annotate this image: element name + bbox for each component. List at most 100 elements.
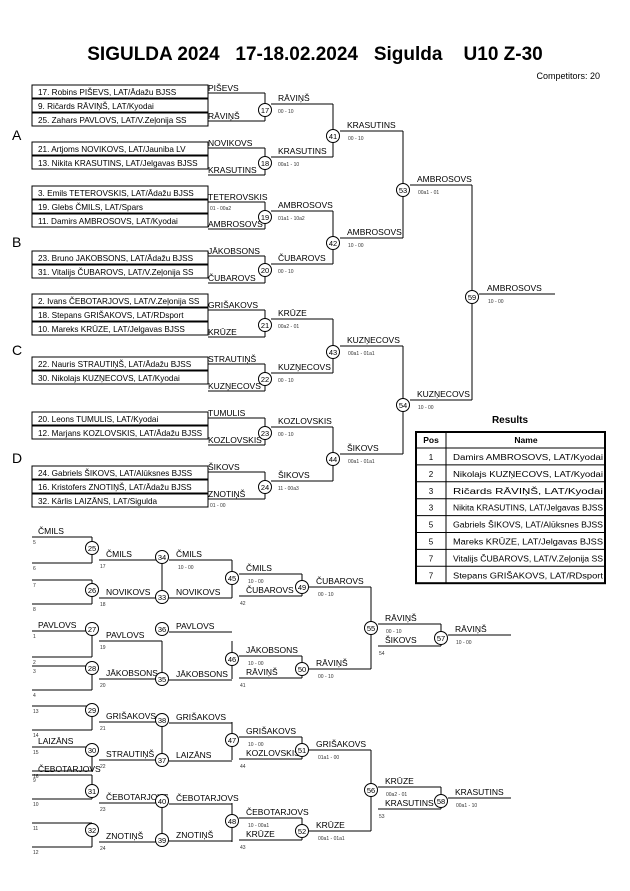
- entry-name: 17. Robins PIŠEVS, LAT/Ādažu BJSS: [38, 87, 177, 97]
- match-circle: [364, 783, 378, 797]
- results-pos: 3: [429, 487, 434, 496]
- winner-name: KOZLOVSKIS: [278, 416, 332, 426]
- entry-name: 21. Artjoms NOVIKOVS, LAT/Jauniba LV: [38, 145, 186, 154]
- sub-label: 41: [240, 683, 246, 689]
- entry-name: 30. Nikolajs KUZŅECOVS, LAT/Kyodai: [38, 374, 180, 383]
- match-circle: [85, 703, 99, 717]
- entry-box: [31, 307, 209, 322]
- match-circle: [434, 631, 448, 645]
- match-number: 40: [158, 797, 166, 806]
- results-name: Nikita KRASUTINS, LAT/Jelgavas BJSS: [453, 504, 603, 513]
- match-number: 37: [158, 756, 166, 765]
- match-number: 30: [88, 746, 96, 755]
- score-label: 10 - 00: [348, 243, 364, 249]
- competitor-name: AMBROSOVS: [208, 219, 263, 229]
- match-number: 58: [437, 797, 445, 806]
- seed-number: 9: [33, 778, 36, 784]
- match-number: 47: [228, 736, 236, 745]
- match-circle: [396, 398, 410, 412]
- match-number: 48: [228, 817, 236, 826]
- score-label: 00 - 10: [278, 109, 294, 115]
- repechage-name: GRIŠAKOVS: [106, 711, 156, 721]
- match-number: 49: [298, 583, 306, 592]
- match-circle: [396, 183, 410, 197]
- match-number: 44: [329, 455, 337, 464]
- entry-name: 3. Emils TETEROVSKIS, LAT/Ādažu BJSS: [38, 188, 194, 198]
- repechage-name: ČEBOTARJOVS: [106, 792, 169, 802]
- match-circle: [225, 571, 239, 585]
- sub-label: 21: [100, 726, 106, 732]
- score-label: 00 - 10: [348, 136, 364, 142]
- match-number: 31: [88, 787, 96, 796]
- match-number: 27: [88, 625, 96, 634]
- entry-box: [31, 493, 209, 508]
- match-circle: [364, 621, 378, 635]
- winner-name: KUZŅECOVS: [278, 362, 331, 372]
- dropped-name: ŠIKOVS: [385, 635, 417, 645]
- entry-name: 11. Damirs AMBROSOVS, LAT/Kyodai: [38, 217, 178, 226]
- entry-box: [31, 479, 209, 494]
- competitor-name: KRASUTINS: [208, 165, 257, 175]
- entry-name: 32. Kārlis LAIZĀNS, LAT/Sigulda: [38, 496, 158, 506]
- winner-name: AMBROSOVS: [278, 200, 333, 210]
- winner-name: PAVLOVS: [176, 621, 215, 631]
- sub-label: 17: [100, 564, 106, 570]
- entry-name: 2. Ivans ČEBOTARJOVS, LAT/V.Zeļonija SS: [38, 296, 200, 306]
- repechage-name: ČEBOTARJOVS: [38, 764, 101, 774]
- winner-name: GRIŠAKOVS: [316, 739, 366, 749]
- competitor-name: TUMULIS: [208, 408, 246, 418]
- match-number: 56: [367, 786, 375, 795]
- score-label: 10 - 00: [248, 742, 264, 748]
- seed-number: 1: [33, 634, 36, 640]
- match-circle: [295, 824, 309, 838]
- match-circle: [258, 426, 272, 440]
- match-number: 26: [88, 586, 96, 595]
- match-number: 43: [329, 348, 337, 357]
- score-label: 00a1 - 01: [418, 190, 439, 196]
- repechage-name: NOVIKOVS: [106, 587, 151, 597]
- seed-number: 13: [33, 709, 39, 715]
- match-circle: [155, 794, 169, 808]
- score-label: 10 - 00: [248, 661, 264, 667]
- match-number: 41: [329, 132, 337, 141]
- match-circle: [85, 743, 99, 757]
- score-label: 00a1 - 01a1: [318, 836, 345, 842]
- competitor-name: KUZŅECOVS: [208, 381, 261, 391]
- score-label: 00a1 - 01a1: [348, 351, 375, 357]
- results-name: Vitalijs ČUBAROVS, LAT/V.Zeļonija SS: [453, 554, 603, 563]
- score-label: 00a2 - 01: [278, 324, 299, 330]
- dropped-name: KOZLOVSKIS: [246, 748, 300, 758]
- score-label: 00 - 10: [278, 432, 294, 438]
- winner-name: RĀVIŅŠ: [385, 613, 417, 623]
- match-circle: [465, 290, 479, 304]
- winner-name: ČMILS: [176, 549, 202, 559]
- competitor-name: KRŪZE: [208, 327, 237, 337]
- match-number: 19: [261, 213, 269, 222]
- winner-name: RĀVIŅŠ: [278, 93, 310, 103]
- match-circle: [258, 103, 272, 117]
- repechage-name: JĀKOBSONS: [106, 668, 158, 678]
- dropped-name: KRŪZE: [246, 829, 275, 839]
- sub-label: 19: [100, 645, 106, 651]
- sub-label: 24: [100, 846, 106, 852]
- results-pos: 5: [429, 521, 434, 530]
- sub-label: 18: [100, 602, 106, 608]
- entry-name: 19. Glebs ČMILS, LAT/Spars: [38, 202, 143, 212]
- match-circle: [225, 733, 239, 747]
- seed-number: 7: [33, 583, 36, 589]
- match-circle: [326, 236, 340, 250]
- dropped-name: RĀVIŅŠ: [246, 667, 278, 677]
- score-label: 01a1 - 10a2: [278, 216, 305, 222]
- seed-number: 4: [33, 693, 36, 699]
- match-circle: [155, 833, 169, 847]
- seed-number: 8: [33, 607, 36, 613]
- repechage-name: PAVLOVS: [38, 620, 77, 630]
- match-circle: [295, 662, 309, 676]
- score-label: 00 - 10: [318, 674, 334, 680]
- results-pos: 2: [429, 470, 434, 479]
- match-number: 18: [261, 159, 269, 168]
- entry-box: [31, 250, 209, 265]
- match-circle: [85, 823, 99, 837]
- results-name: Mareks KRŪZE, LAT/Jelgavas BJSS: [453, 538, 603, 547]
- score-label: 01 - 00: [210, 503, 226, 509]
